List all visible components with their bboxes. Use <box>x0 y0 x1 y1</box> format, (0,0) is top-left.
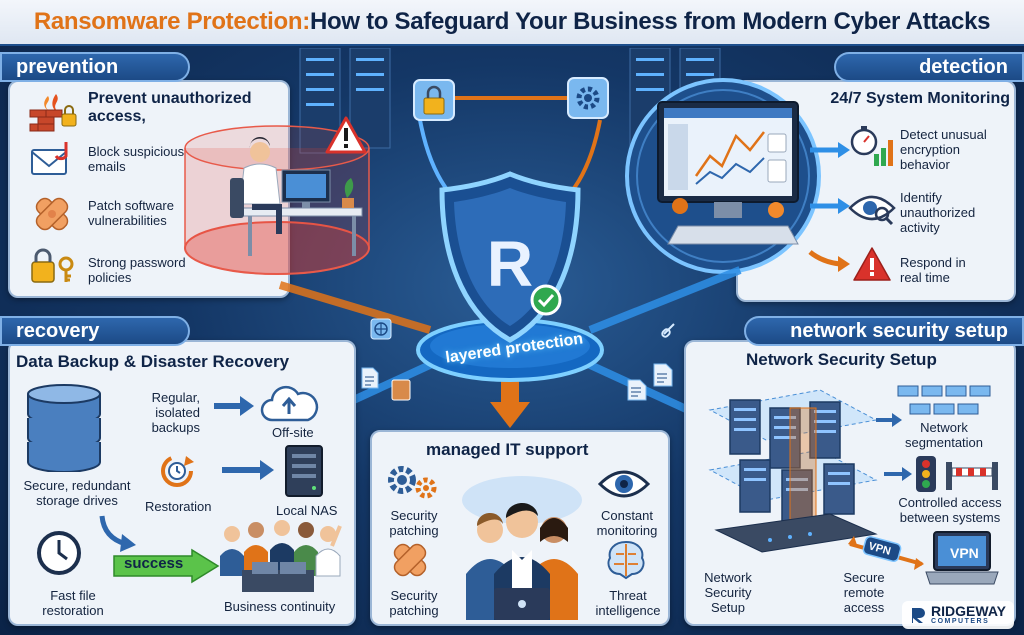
password-policies-label: Strong password policies <box>88 255 186 285</box>
database-storage-icon <box>27 384 101 472</box>
shield-illustration: R <box>416 171 604 382</box>
recovery-heading: Data Backup & Disaster Recovery <box>16 352 290 371</box>
prevention-tag: prevention <box>0 52 190 82</box>
regular-backups-label: Regular, isolated backups <box>151 390 200 435</box>
alert-icon <box>853 247 891 281</box>
block-emails-label: Block suspicious emails <box>88 144 185 174</box>
support-team-illustration <box>462 476 582 620</box>
lock-node-icon <box>413 79 455 121</box>
patch-software-label: Patch software vulnerabilities <box>88 198 174 228</box>
monitoring-screen-illustration <box>625 78 821 274</box>
managed-it-heading: managed IT support <box>426 440 589 459</box>
vpn-laptop-label: VPN <box>950 545 979 561</box>
warning-icon <box>325 116 367 154</box>
brand-name: RIDGEWAY <box>931 603 1006 619</box>
gear-node-icon <box>567 77 609 119</box>
file-doc-icon <box>361 367 379 389</box>
checklist-doc-icon <box>627 379 647 401</box>
offsite-label: Off-site <box>272 425 314 440</box>
link-icon <box>661 323 675 338</box>
firewall-lock-icon <box>29 94 77 132</box>
ridgeway-r-icon <box>912 608 926 623</box>
controlled-access-label: Controlled access between systems <box>898 495 1002 525</box>
constant-monitoring-label: Constant monitoring <box>596 508 658 538</box>
network-tag: network security setup <box>744 316 1024 346</box>
gears-icon <box>388 466 437 499</box>
segmentation-grid-icon <box>897 385 991 415</box>
suspicious-email-icon <box>31 142 68 175</box>
team-celebration-illustration <box>220 520 342 592</box>
recovery-tag: recovery <box>0 316 190 346</box>
segmentation-arrow-icon <box>876 413 902 427</box>
bandage-icon <box>393 543 427 577</box>
security-patching-bottom-label: Security patching <box>389 588 439 618</box>
detection-tag-label: detection <box>919 55 1008 78</box>
book-doc-icon <box>391 379 411 401</box>
password-lock-icon <box>31 248 74 283</box>
recovery-flow-arrow <box>99 515 136 552</box>
detection-tag: detection <box>834 52 1024 82</box>
eye-monitoring-icon <box>598 470 650 498</box>
identify-activity-label: Identify unauthorized activity <box>900 190 976 235</box>
report-doc-icon <box>653 363 673 387</box>
title-main: How to Safeguard Your Business from Mode… <box>309 8 991 35</box>
vpn-tunnel-icon <box>848 536 924 570</box>
recovery-tag-label: recovery <box>16 319 100 342</box>
vpn-laptop-icon <box>925 531 999 585</box>
restoration-label: Restoration <box>145 499 212 514</box>
network-setup-label: Network Security Setup <box>704 570 752 615</box>
local-nas-label: Local NAS <box>276 503 338 518</box>
network-segmentation-label: Network segmentation <box>904 420 984 450</box>
threat-intelligence-label: Threat intelligence <box>595 588 661 618</box>
nas-server-icon <box>285 445 323 497</box>
restoration-cycle-icon <box>161 455 194 487</box>
clock-icon <box>37 531 81 575</box>
title-accent: Ransomware Protection: <box>33 8 310 35</box>
page-title: Ransomware Protection: How to Safeguard … <box>0 0 1024 46</box>
detection-heading: 24/7 System Monitoring <box>830 90 1010 107</box>
stopwatch-chart-icon <box>850 126 893 166</box>
prevention-tag-label: prevention <box>16 55 119 78</box>
storage-drives-label: Secure, redundant storage drives <box>23 478 131 508</box>
prevention-heading: Prevent unauthorized access, <box>88 90 252 125</box>
eye-scan-icon <box>848 195 896 226</box>
backup-arrow-icon <box>214 396 254 416</box>
success-label: success <box>124 555 184 572</box>
brain-circuit-icon <box>607 540 645 580</box>
detect-encryption-label: Detect unusual encryption behavior <box>900 127 987 172</box>
access-gate-icon <box>946 462 998 490</box>
success-arrow <box>113 548 220 584</box>
ridgeway-logo: RIDGEWAY COMPUTERS <box>902 601 1014 629</box>
network-tag-label: network security setup <box>790 319 1008 342</box>
network-servers-illustration <box>708 389 878 553</box>
shield-letter: R <box>487 228 533 300</box>
protected-workstation-illustration <box>184 125 370 275</box>
cloud-upload-icon <box>260 385 319 422</box>
respond-realtime-label: Respond in real time <box>900 255 966 285</box>
fast-restore-label: Fast file restoration <box>42 588 104 618</box>
traffic-light-icon <box>916 456 936 492</box>
brand-sub: COMPUTERS <box>931 618 990 625</box>
security-patching-top-label: Security patching <box>389 508 439 538</box>
restoration-arrow-icon <box>222 460 274 480</box>
business-continuity-label: Business continuity <box>224 599 336 614</box>
detection-arrows <box>808 142 850 272</box>
access-arrow-icon <box>884 467 912 481</box>
network-heading: Network Security Setup <box>746 350 937 369</box>
globe-doc-icon <box>370 318 392 340</box>
software-patch-icon <box>35 197 69 231</box>
secure-remote-label: Secure remote access <box>843 570 885 615</box>
